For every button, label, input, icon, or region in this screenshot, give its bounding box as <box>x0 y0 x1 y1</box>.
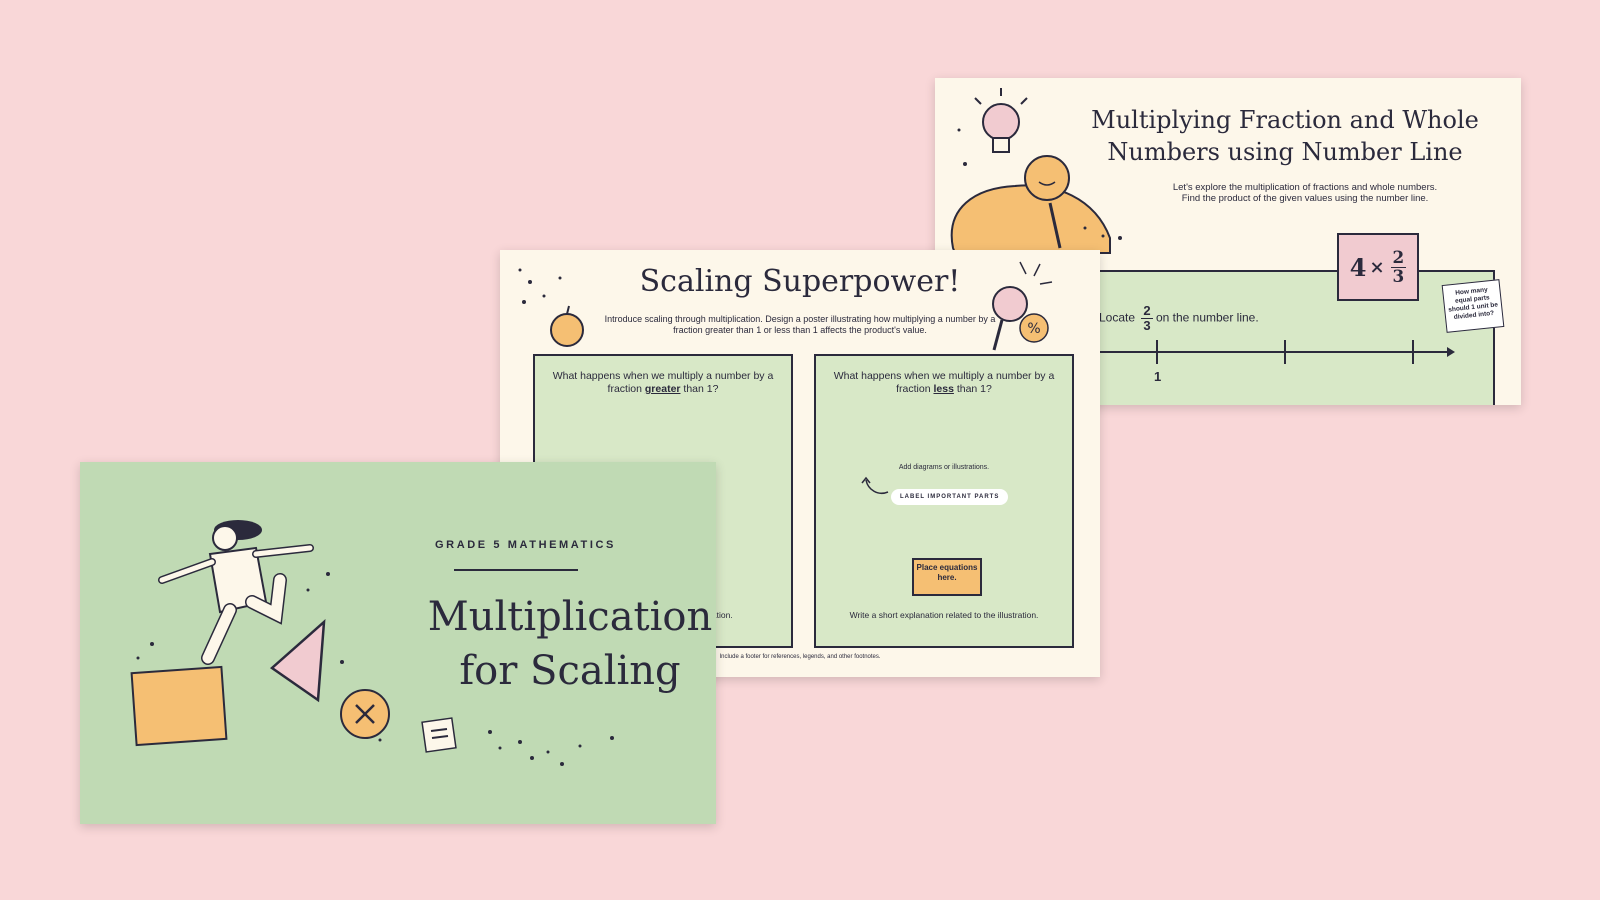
question-keyword: greater <box>644 383 681 395</box>
subtitle-line: Let's explore the multiplication of frac… <box>1172 182 1438 193</box>
times-symbol: × <box>1369 256 1385 278</box>
question-text: than 1? <box>956 383 992 395</box>
magnifier-icon <box>992 286 1028 351</box>
panel-question: What happens when we multiply a number b… <box>816 370 1072 396</box>
locate-prefix: Locate <box>1099 310 1136 325</box>
locate-suffix: on the number line. <box>1155 310 1259 325</box>
running-girl-figure <box>158 520 314 665</box>
slide-description: Introduce scaling through multiplication… <box>604 314 996 335</box>
percent-icon: % <box>1019 313 1049 343</box>
equation-placeholder: Place equations here. <box>912 558 982 596</box>
cover-eyebrow: GRADE 5 MATHEMATICS <box>435 539 616 551</box>
equals-icon <box>421 717 457 753</box>
equation-fraction: 2 3 <box>1390 246 1407 286</box>
fraction-denominator: 3 <box>1143 317 1151 333</box>
question-text: What happens when we multiply a number b… <box>552 370 774 395</box>
equation-whole: 4 <box>1349 252 1367 282</box>
locate-fraction: 2 3 <box>1141 303 1153 333</box>
question-text: than 1? <box>683 383 719 395</box>
panel-question: What happens when we multiply a number b… <box>535 370 791 396</box>
label-chip: LABEL IMPORTANT PARTS <box>891 489 1009 505</box>
student-figure <box>950 155 1111 254</box>
subtitle-line: Find the product of the given values usi… <box>1181 193 1429 204</box>
decoration-layer: % <box>518 261 1053 351</box>
slide-title: Multiplying Fraction and Whole Numbers u… <box>1091 106 1479 166</box>
slide-subtitle: Let's explore the multiplication of frac… <box>1115 182 1495 204</box>
fraction-numerator: 2 <box>1141 303 1153 319</box>
equation-box: 4 × 2 3 <box>1337 233 1419 301</box>
cover-title-line: Multiplication <box>427 594 713 640</box>
locate-instruction: Locate 2 3 on the number line. <box>1099 304 1259 332</box>
orange-block <box>130 665 228 747</box>
curved-arrow-icon <box>861 476 889 494</box>
sticky-note: How many equal parts should 1 unit be di… <box>1441 279 1505 333</box>
cover-title-line: for Scaling <box>459 648 681 694</box>
svg-text:%: % <box>1027 321 1040 337</box>
student-lightbulb-illustration <box>950 88 1122 254</box>
fraction-denominator: 3 <box>1392 265 1405 286</box>
panel-less: What happens when we multiply a number b… <box>814 354 1074 648</box>
slide-footer: Include a footer for references, legends… <box>719 654 881 660</box>
panel-explanation: Write a short explanation related to the… <box>849 610 1039 620</box>
triangle-shape <box>269 619 326 703</box>
cover-title: Multiplication for Scaling <box>420 590 716 698</box>
fraction-numerator: 2 <box>1390 246 1407 268</box>
multiply-icon <box>340 689 390 739</box>
tick-label: 1 <box>1154 369 1162 384</box>
cover-illustration <box>130 520 614 766</box>
divider <box>454 569 578 571</box>
slide-cover: GRADE 5 MATHEMATICS Multiplication for S… <box>80 462 716 824</box>
apple-icon <box>550 305 584 347</box>
slide-title: Scaling Superpower! <box>639 264 961 299</box>
question-text: What happens when we multiply a number b… <box>833 370 1055 395</box>
arrow-icon <box>1447 347 1455 357</box>
lightbulb-icon <box>974 88 1028 153</box>
diagram-hint: Add diagrams or illustrations. <box>898 464 990 471</box>
number-line <box>1085 340 1455 364</box>
question-keyword: less <box>933 383 954 395</box>
